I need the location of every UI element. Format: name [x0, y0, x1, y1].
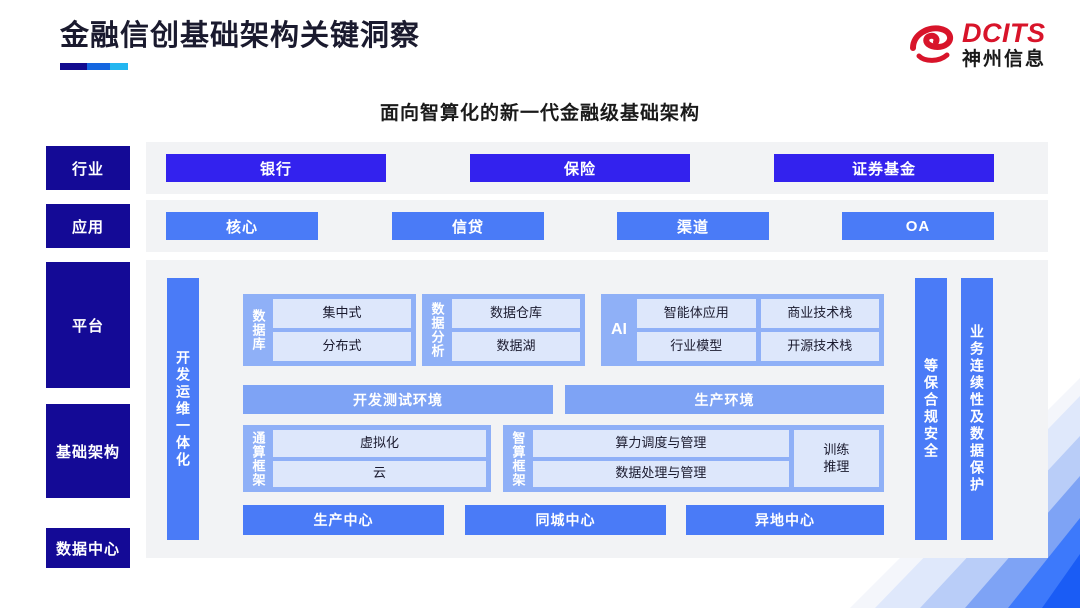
group-intelligent-compute: 智算框架 算力调度与管理 数据处理与管理 训练 推理 — [503, 425, 884, 492]
group-ai: AI 智能体应用 行业模型 商业技术栈 开源技术栈 — [601, 294, 884, 366]
row-label-datacenter: 数据中心 — [46, 528, 130, 568]
cell-centralized[interactable]: 集中式 — [273, 299, 411, 328]
accent-segment-2 — [87, 63, 110, 71]
cell-commercial-stack[interactable]: 商业技术栈 — [760, 299, 879, 328]
accent-segment-3 — [109, 63, 128, 71]
cell-opensource-stack[interactable]: 开源技术栈 — [760, 332, 879, 361]
app-chip-oa[interactable]: OA — [842, 212, 994, 240]
group-analytics: 数据分析 数据仓库 数据湖 — [422, 294, 585, 366]
cell-compute-scheduling[interactable]: 算力调度与管理 — [533, 430, 789, 457]
group-body-ai: 智能体应用 行业模型 商业技术栈 开源技术栈 — [637, 299, 879, 361]
cell-train-inference[interactable]: 训练 推理 — [793, 430, 879, 487]
cell-data-lake[interactable]: 数据湖 — [452, 332, 580, 361]
industry-chip-insurance[interactable]: 保险 — [470, 154, 690, 182]
group-database: 数据库 集中式 分布式 — [243, 294, 416, 366]
group-caption-ai: AI — [611, 321, 627, 338]
group-general-compute: 通算框架 虚拟化 云 — [243, 425, 491, 492]
group-body-analytics: 数据仓库 数据湖 — [452, 299, 580, 361]
cell-cloud[interactable]: 云 — [273, 460, 486, 487]
cell-agent-application[interactable]: 智能体应用 — [637, 299, 756, 328]
env-chip-production[interactable]: 生产环境 — [565, 385, 884, 414]
page-title: 金融信创基础架构关键洞察 — [60, 20, 421, 52]
intelligent-column-main: 算力调度与管理 数据处理与管理 — [533, 430, 789, 487]
cell-distributed[interactable]: 分布式 — [273, 332, 411, 361]
header: 金融信创基础架构关键洞察 — [60, 18, 421, 71]
industry-chip-bank[interactable]: 银行 — [166, 154, 386, 182]
security-compliance-bar[interactable]: 等保合规安全 — [915, 278, 947, 540]
group-caption-database: 数据库 — [250, 309, 266, 351]
app-chip-credit[interactable]: 信贷 — [392, 212, 544, 240]
center-chip-production[interactable]: 生产中心 — [243, 505, 444, 535]
group-caption-analytics: 数据分析 — [429, 302, 445, 358]
subtitle: 面向智算化的新一代金融级基础架构 — [379, 103, 700, 124]
row-label-infrastructure: 基础架构 — [46, 404, 130, 498]
logo-en: DCITS — [961, 18, 1046, 48]
row-label-industry: 行业 — [46, 146, 130, 190]
row-label-application: 应用 — [46, 204, 130, 248]
cell-industry-model[interactable]: 行业模型 — [637, 332, 756, 361]
devops-vertical-bar[interactable]: 开发运维一体化 — [167, 278, 199, 540]
brand-logo: DCITS 神州信息 — [909, 20, 1046, 69]
app-chip-channel[interactable]: 渠道 — [617, 212, 769, 240]
group-body-general-compute: 虚拟化 云 — [273, 430, 486, 487]
dcits-swoosh-icon — [909, 22, 955, 68]
ai-column-2: 商业技术栈 开源技术栈 — [760, 299, 879, 361]
logo-cn: 神州信息 — [961, 49, 1046, 70]
group-caption-general-compute: 通算框架 — [250, 430, 266, 487]
group-body-intelligent-compute: 算力调度与管理 数据处理与管理 训练 推理 — [533, 430, 879, 487]
logo-text: DCITS 神州信息 — [961, 18, 1046, 70]
row-label-platform: 平台 — [46, 262, 130, 388]
intelligent-column-side: 训练 推理 — [793, 430, 879, 487]
app-chip-core[interactable]: 核心 — [166, 212, 318, 240]
ai-column-1: 智能体应用 行业模型 — [637, 299, 756, 361]
cell-data-processing[interactable]: 数据处理与管理 — [533, 460, 789, 487]
center-chip-remote[interactable]: 异地中心 — [686, 505, 884, 535]
title-accent-bar — [60, 63, 128, 71]
group-body-database: 集中式 分布式 — [273, 299, 411, 361]
accent-segment-1 — [60, 63, 88, 71]
group-caption-intelligent-compute: 智算框架 — [510, 430, 526, 487]
cell-data-warehouse[interactable]: 数据仓库 — [452, 299, 580, 328]
center-chip-metro[interactable]: 同城中心 — [465, 505, 666, 535]
business-continuity-bar[interactable]: 业务连续性及数据保护 — [961, 278, 993, 540]
env-chip-dev-test[interactable]: 开发测试环境 — [243, 385, 553, 414]
cell-virtualization[interactable]: 虚拟化 — [273, 430, 486, 457]
industry-chip-securities-fund[interactable]: 证券基金 — [774, 154, 994, 182]
